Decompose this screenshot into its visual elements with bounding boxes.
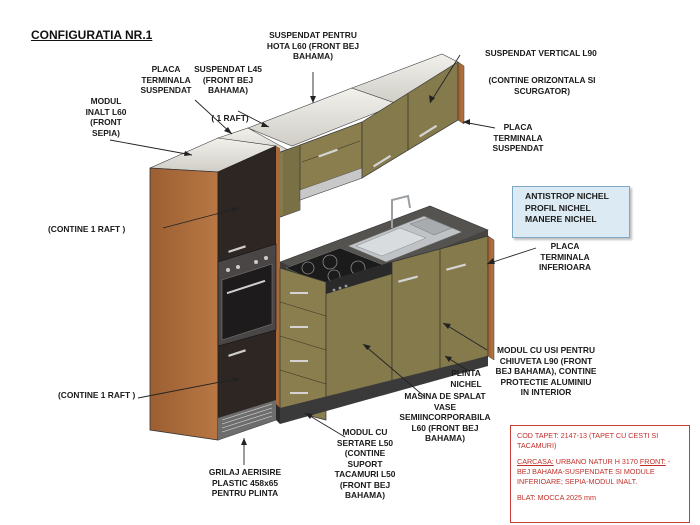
label-line: (FRONT	[90, 117, 122, 127]
label-line: SUSPENDAT	[140, 85, 192, 95]
label-line: (CONTINE 1 RAFT )	[48, 224, 126, 234]
label-modul-usi-chiuveta: MODUL CU USI PENTRU CHIUVETA L90 (FRONT …	[488, 345, 604, 398]
accessory-line: PROFIL NICHEL	[525, 202, 591, 213]
label-masina-de-spalat: MASINA DE SPALAT VASE SEMIINCORPORABILA …	[395, 391, 495, 444]
label-line: SUSPENDAT	[492, 143, 544, 153]
label-line: GRILAJ AERISIRE	[208, 467, 282, 477]
label-line: PENTRU PLINTA	[211, 488, 279, 498]
label-line: MASINA DE SPALAT	[404, 391, 486, 401]
label-suspendat-l45: SUSPENDAT L45 (FRONT BEJ BAHAMA)	[192, 64, 264, 96]
label-line: NICHEL	[450, 378, 482, 389]
label-line: TERMINALA	[141, 74, 191, 85]
label-line: TERMINALA	[493, 132, 543, 143]
label-line: PLINTA	[451, 368, 481, 378]
label-suspendat-vertical: SUSPENDAT VERTICAL L90	[485, 48, 597, 59]
label-placa-terminala-suspendat-left: PLACA TERMINALA SUSPENDAT	[138, 64, 194, 96]
accessories-note: ANTISTROP NICHEL PROFIL NICHEL MANERE NI…	[512, 186, 630, 238]
label-line: TACAMURI L50	[334, 469, 396, 479]
tall-module	[149, 137, 280, 441]
accessory-line: ANTISTROP NICHEL	[525, 191, 609, 201]
spec-carcasa-value: URBANO NATUR H 3170	[553, 457, 640, 467]
label-plinta-nichel: PLINTA NICHEL	[438, 368, 494, 389]
label-line: SEMIINCORPORABILA	[399, 412, 491, 422]
label-modul-inalt: MODUL INALT L60 (FRONT SEPIA)	[76, 96, 136, 138]
spec-blat: BLAT: MOCCA 2025 mm	[517, 493, 596, 503]
label-line: PLACA	[503, 122, 533, 132]
label-contine-orizontala: (CONTINE ORIZONTALA SI SCURGATOR)	[482, 75, 602, 96]
label-line: SUSPENDAT VERTICAL L90	[485, 48, 597, 58]
spec-cod-tapet: COD TAPET: 2147-13 (TAPET CU CESTI SI TA…	[517, 431, 659, 451]
label-line: SUSPENDAT L45	[194, 64, 262, 74]
label-line: BEJ BAHAMA), CONTINE	[495, 366, 597, 376]
label-line: BAHAMA)	[424, 433, 465, 443]
label-line: SERTARE L50	[336, 437, 394, 448]
label-line: SUPORT	[347, 458, 383, 469]
leader-lines	[109, 54, 537, 465]
label-line: PROTECTIE ALUMINIU	[500, 376, 592, 387]
spec-carcasa-front: CARCASA: URBANO NATUR H 3170 FRONT: - BE…	[517, 457, 683, 487]
label-line: IN INTERIOR	[520, 387, 572, 397]
label-line: PLASTIC 458x65	[211, 477, 279, 488]
label-line: (FRONT BEJ	[202, 74, 254, 85]
label-line: L60 (FRONT BEJ	[411, 422, 479, 433]
label-contine-1-raft-bottom: (CONTINE 1 RAFT )	[58, 390, 135, 401]
spec-carcasa-label: CARCASA:	[517, 457, 554, 467]
label-line: BAHAMA)	[344, 490, 385, 500]
label-line: (CONTINE 1 RAFT )	[58, 390, 136, 400]
label-line: BAHAMA)	[292, 51, 333, 61]
label-line: PLACA	[550, 241, 580, 251]
label-line: MODUL CU USI PENTRU	[496, 345, 596, 355]
leader-arrowheads	[184, 95, 495, 445]
label-one-raft: ( 1 RAFT)	[200, 113, 260, 124]
spec-front-value: - BEJ BAHAMA-SUSPENDATE SI MODULE INFERI…	[517, 457, 671, 487]
label-line: (FRONT BEJ	[339, 479, 391, 490]
label-line: PLACA	[151, 64, 181, 74]
label-line: MODUL CU	[342, 427, 388, 437]
label-contine-1-raft-top: (CONTINE 1 RAFT )	[48, 224, 125, 235]
accessory-line: MANERE NICHEL	[525, 214, 597, 225]
label-suspendat-hota: SUSPENDAT PENTRU HOTA L60 (FRONT BEJ BAH…	[258, 30, 368, 62]
label-placa-terminala-suspendat-right: PLACA TERMINALA SUSPENDAT	[490, 122, 546, 154]
label-line: TERMINALA	[540, 251, 590, 262]
label-line: INFERIOARA	[538, 262, 592, 272]
label-line: SCURGATOR)	[514, 85, 570, 96]
label-line: SEPIA)	[92, 127, 120, 138]
label-line: BAHAMA)	[207, 85, 248, 95]
label-line: CHIUVETA L90 (FRONT	[499, 355, 593, 366]
label-line: MODUL	[90, 96, 122, 106]
page-title: CONFIGURATIA NR.1	[31, 28, 153, 42]
wall-cabinets	[217, 53, 465, 226]
label-line: (CONTINE ORIZONTALA SI	[488, 75, 596, 85]
label-line: VASE	[433, 401, 457, 412]
label-line: SUSPENDAT PENTRU	[269, 30, 357, 40]
label-placa-terminala-inferioara: PLACA TERMINALA INFERIOARA	[533, 241, 597, 273]
label-line: (CONTINE	[344, 448, 386, 458]
label-modul-sertare: MODUL CU SERTARE L50 (CONTINE SUPORT TAC…	[325, 427, 405, 501]
label-line: HOTA L60 (FRONT BEJ	[266, 40, 360, 51]
label-line: INALT L60	[85, 106, 127, 117]
spec-front-label: FRONT:	[639, 457, 666, 467]
base-cabinets	[276, 194, 495, 424]
material-spec-box: COD TAPET: 2147-13 (TAPET CU CESTI SI TA…	[510, 425, 690, 523]
label-grilaj: GRILAJ AERISIRE PLASTIC 458x65 PENTRU PL…	[200, 467, 290, 499]
label-line: ( 1 RAFT)	[211, 113, 249, 123]
